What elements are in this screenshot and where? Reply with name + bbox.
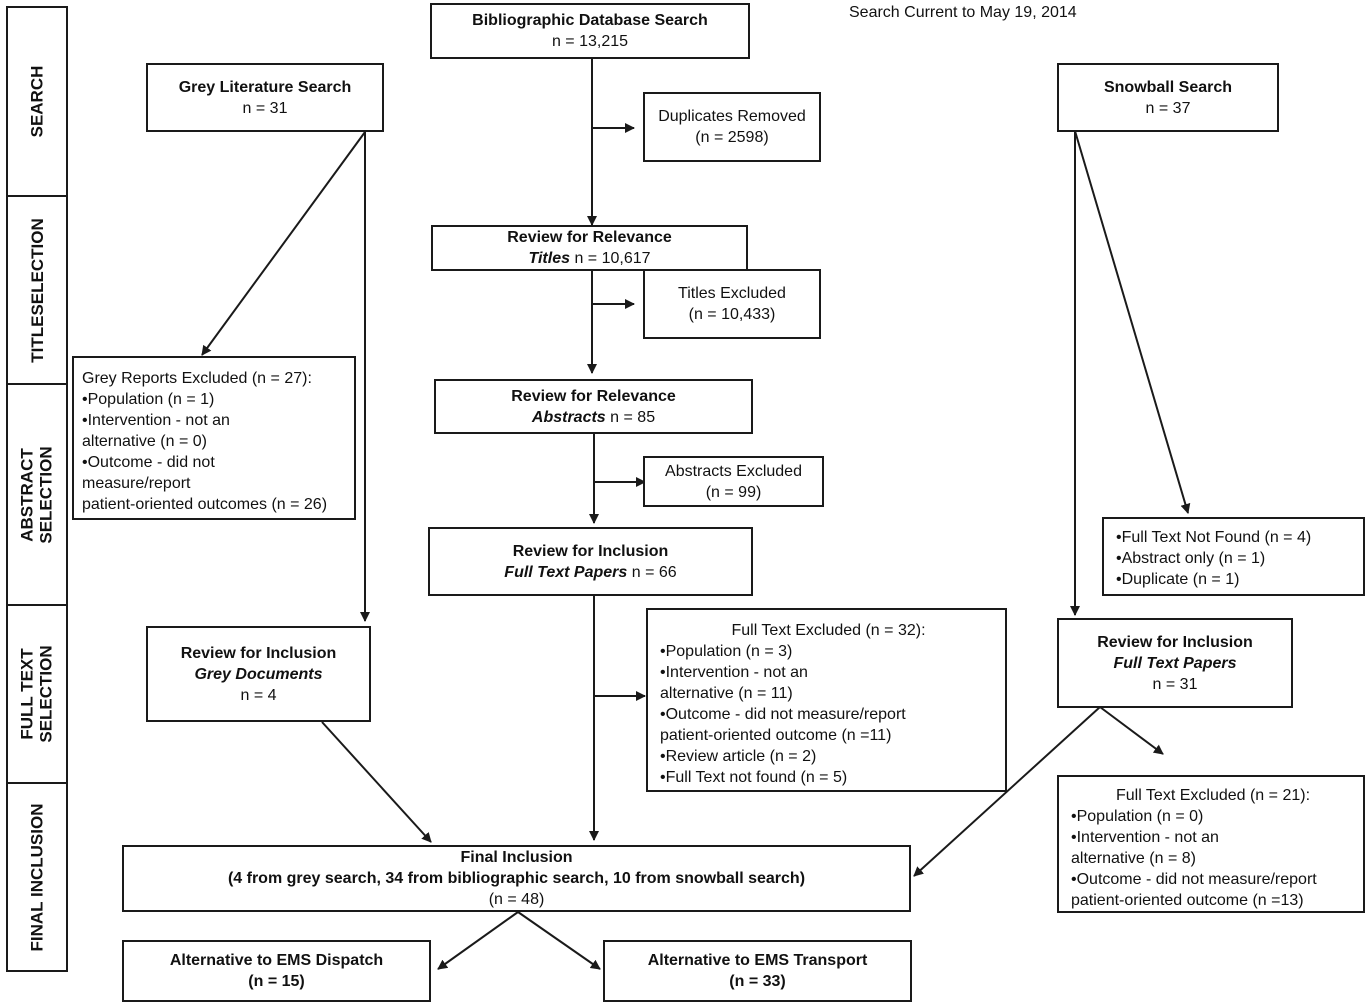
snowball-fulltext-excluded-item: patient-oriented outcome (n =13) — [1071, 892, 1304, 909]
snowball-fulltext-excluded-box: Full Text Excluded (n = 21): •Population… — [1057, 775, 1365, 913]
abstracts-excluded-box: Abstracts Excluded (n = 99) — [643, 456, 824, 507]
review-fulltext-count: n = 66 — [631, 563, 677, 581]
grey-search-count: n = 31 — [242, 99, 288, 117]
snowball-excluded-item: •Duplicate (n = 1) — [1116, 571, 1240, 588]
transport-box: Alternative to EMS Transport (n = 33) — [603, 940, 912, 1002]
stage-title-selection: TITLESELECTION — [6, 195, 68, 383]
snowball-review-count: n = 31 — [1152, 675, 1198, 693]
snowball-excluded-item: •Abstract only (n = 1) — [1116, 550, 1266, 567]
dispatch-count: (n = 15) — [248, 973, 305, 990]
stage-search: SEARCH — [6, 6, 68, 195]
snowball-fulltext-excluded-title: Full Text Excluded (n = 21): — [1115, 787, 1311, 804]
review-fulltext-subtitle: Full Text Papers — [504, 563, 628, 581]
snowball-fulltext-excluded-item: •Outcome - did not measure/report — [1071, 871, 1317, 888]
snowball-fulltext-excluded-item: •Population (n = 0) — [1071, 808, 1204, 825]
grey-excluded-item: patient-oriented outcomes (n = 26) — [82, 496, 328, 513]
fulltext-excluded-item: alternative (n = 11) — [660, 685, 793, 702]
arrow-documents-to-final — [321, 721, 432, 843]
grey-documents-count: n = 4 — [240, 686, 277, 704]
arrow-grey-to-excluded — [201, 131, 366, 356]
bibliographic-count: n = 13,215 — [551, 33, 629, 50]
final-inclusion-title: Final Inclusion — [460, 849, 573, 866]
arrow-final-to-transport — [517, 911, 601, 970]
bibliographic-title: Bibliographic Database Search — [472, 12, 708, 29]
stage-abstract-selection: ABSTRACT SELECTION — [6, 383, 68, 604]
review-fulltext-line: Full Text Papers n = 66 — [430, 562, 751, 583]
review-titles-subtitle: Titles — [528, 250, 570, 267]
snowball-review-title: Review for Inclusion — [1097, 633, 1253, 651]
fulltext-excluded-box: Full Text Excluded (n = 32): •Population… — [646, 608, 1007, 792]
review-fulltext-title: Review for Inclusion — [512, 542, 669, 560]
grey-excluded-item: alternative (n = 0) — [82, 433, 207, 450]
snowball-excluded-item: •Full Text Not Found (n = 4) — [1116, 529, 1312, 546]
grey-documents-box: Review for Inclusion Grey Documents n = … — [146, 626, 371, 722]
titles-excluded-title: Titles Excluded — [678, 285, 786, 302]
search-date-note: Search Current to May 19, 2014 — [849, 4, 1077, 21]
review-titles-title: Review for Relevance — [507, 229, 672, 246]
fulltext-excluded-item: •Population (n = 3) — [660, 643, 793, 660]
snowball-review-subtitle: Full Text Papers — [1113, 654, 1237, 672]
duplicates-box: Duplicates Removed (n = 2598) — [643, 92, 821, 162]
grey-excluded-box: Grey Reports Excluded (n = 27): •Populat… — [72, 356, 356, 520]
grey-excluded-item: •Intervention - not an — [82, 412, 230, 429]
grey-documents-subtitle: Grey Documents — [194, 665, 323, 683]
final-inclusion-box: Final Inclusion (4 from grey search, 34 … — [122, 845, 911, 912]
fulltext-excluded-item: •Review article (n = 2) — [660, 748, 817, 765]
final-inclusion-count: (n = 48) — [488, 891, 545, 908]
fulltext-excluded-item: patient-oriented outcome (n =11) — [660, 727, 892, 744]
fulltext-excluded-item: •Intervention - not an — [660, 664, 808, 681]
titles-excluded-box: Titles Excluded (n = 10,433) — [643, 269, 821, 339]
grey-excluded-item: •Population (n = 1) — [82, 391, 215, 408]
arrow-snowball-review-to-excluded — [1099, 706, 1164, 755]
transport-title: Alternative to EMS Transport — [647, 952, 868, 969]
dispatch-box: Alternative to EMS Dispatch (n = 15) — [122, 940, 431, 1002]
review-titles-box: Review for Relevance Titles n = 10,617 — [431, 225, 748, 271]
snowball-title: Snowball Search — [1103, 78, 1233, 96]
grey-search-title: Grey Literature Search — [178, 78, 352, 96]
stage-full-text-selection: FULL TEXT SELECTION — [6, 604, 68, 782]
review-titles-count: n = 10,617 — [574, 250, 651, 267]
abstracts-excluded-count: (n = 99) — [705, 483, 762, 501]
grey-search-box: Grey Literature Search n = 31 — [146, 63, 384, 132]
duplicates-title: Duplicates Removed — [658, 108, 806, 125]
fulltext-excluded-title: Full Text Excluded (n = 32): — [731, 622, 926, 639]
snowball-fulltext-excluded-item: alternative (n = 8) — [1071, 850, 1196, 867]
review-abstracts-title: Review for Relevance — [511, 387, 676, 405]
grey-excluded-item: •Outcome - did not — [82, 454, 215, 471]
grey-excluded-item: measure/report — [82, 475, 191, 492]
dispatch-title: Alternative to EMS Dispatch — [169, 952, 384, 969]
grey-documents-title: Review for Inclusion — [180, 644, 337, 662]
titles-excluded-count: (n = 10,433) — [688, 306, 776, 323]
bibliographic-search-box: Bibliographic Database Search n = 13,215 — [430, 3, 750, 59]
snowball-review-box: Review for Inclusion Full Text Papers n … — [1057, 618, 1293, 708]
snowball-fulltext-excluded-item: •Intervention - not an — [1071, 829, 1219, 846]
review-abstracts-count: n = 85 — [610, 408, 656, 426]
arrow-snowball-review-to-final — [913, 706, 1101, 877]
review-abstracts-line: Abstracts n = 85 — [436, 407, 751, 428]
review-abstracts-box: Review for Relevance Abstracts n = 85 — [434, 379, 753, 434]
review-titles-line: Titles n = 10,617 — [433, 248, 746, 269]
review-abstracts-subtitle: Abstracts — [531, 408, 606, 426]
grey-excluded-title: Grey Reports Excluded (n = 27): — [82, 370, 312, 387]
stage-final-inclusion: FINAL INCLUSION — [6, 782, 68, 972]
arrow-final-to-dispatch — [437, 911, 519, 970]
final-inclusion-detail: (4 from grey search, 34 from bibliograph… — [227, 870, 806, 887]
duplicates-count: (n = 2598) — [695, 129, 769, 146]
snowball-excluded-box: •Full Text Not Found (n = 4) •Abstract o… — [1102, 517, 1365, 596]
transport-count: (n = 33) — [729, 973, 786, 990]
arrow-snowball-to-excluded — [1074, 130, 1191, 514]
snowball-count: n = 37 — [1145, 99, 1191, 117]
abstracts-excluded-title: Abstracts Excluded — [665, 462, 802, 480]
fulltext-excluded-item: •Outcome - did not measure/report — [660, 706, 906, 723]
review-fulltext-box: Review for Inclusion Full Text Papers n … — [428, 527, 753, 596]
snowball-search-box: Snowball Search n = 37 — [1057, 63, 1279, 132]
fulltext-excluded-item: •Full Text not found (n = 5) — [660, 769, 848, 786]
